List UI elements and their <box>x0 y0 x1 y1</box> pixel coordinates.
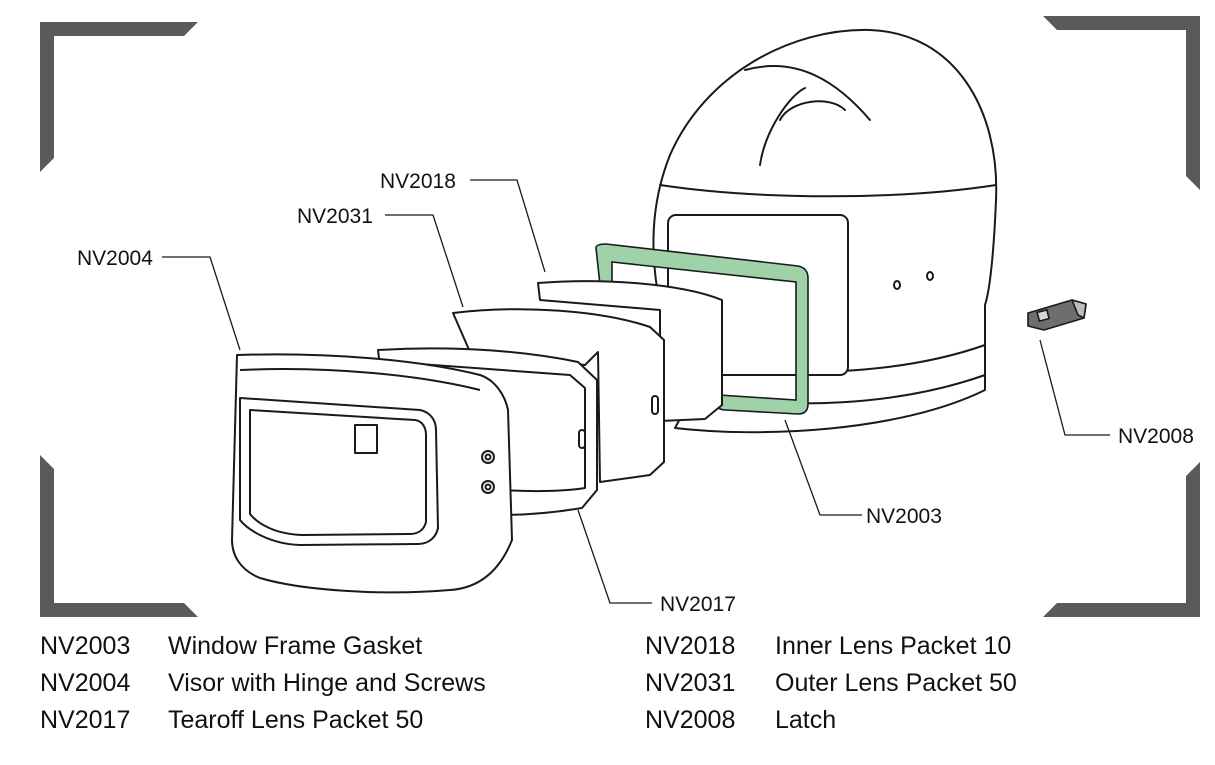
part-row: NV2031 Outer Lens Packet 50 <box>645 665 1017 702</box>
outer-lens-slot <box>651 395 659 415</box>
callout-nv2017: NV2017 <box>660 593 736 616</box>
callout-nv2003: NV2003 <box>866 505 942 528</box>
corner-brackets <box>40 16 1200 617</box>
visor <box>231 353 513 594</box>
part-row: NV2004 Visor with Hinge and Screws <box>40 665 486 702</box>
part-code: NV2031 <box>645 669 736 697</box>
part-row: NV2018 Inner Lens Packet 10 <box>645 628 1017 665</box>
helmet-brim-line <box>659 184 997 198</box>
part-description: Tearoff Lens Packet 50 <box>168 706 424 734</box>
helmet-rivet-2 <box>926 271 934 281</box>
helmet-rivet-1 <box>893 280 901 290</box>
inner-lens <box>537 280 723 422</box>
corner-bracket-bottom-right <box>1043 462 1200 617</box>
leader-nv2003 <box>784 419 862 516</box>
part-description: Visor with Hinge and Screws <box>168 669 486 697</box>
part-row: NV2017 Tearoff Lens Packet 50 <box>40 702 486 739</box>
helmet-ridge-inner <box>779 100 846 121</box>
part-description: Outer Lens Packet 50 <box>775 669 1017 697</box>
latch <box>1027 299 1087 331</box>
leader-nv2004 <box>162 256 241 351</box>
tearoff-lens-slot <box>578 429 586 449</box>
leader-nv2018 <box>470 179 546 273</box>
part-code: NV2018 <box>645 632 736 660</box>
helmet-ridge <box>744 65 871 121</box>
visor-hinge-tab <box>354 424 378 454</box>
corner-bracket-top-right <box>1043 16 1200 190</box>
part-code: NV2008 <box>645 706 736 734</box>
part-code: NV2004 <box>40 669 131 697</box>
part-row: NV2003 Window Frame Gasket <box>40 628 486 665</box>
callout-labels: NV2018 NV2031 NV2004 NV2008 NV2003 NV201… <box>77 170 1194 616</box>
leader-nv2031 <box>385 214 464 308</box>
leader-nv2017 <box>577 509 652 604</box>
visor-top-edge <box>239 368 481 391</box>
corner-bracket-top-left <box>40 22 198 172</box>
helmet-crest <box>759 87 806 166</box>
callout-nv2004: NV2004 <box>77 247 153 270</box>
corner-bracket-bottom-left <box>40 455 198 617</box>
part-row: NV2008 Latch <box>645 702 1017 739</box>
part-code: NV2017 <box>40 706 131 734</box>
visor-window-inner <box>249 409 427 536</box>
visor-screw-top-inner <box>484 453 492 461</box>
visor-screw-bottom-inner <box>484 483 492 491</box>
part-description: Latch <box>775 706 837 734</box>
callout-nv2018: NV2018 <box>380 170 456 193</box>
part-description: Window Frame Gasket <box>168 632 423 660</box>
leader-nv2008 <box>1039 339 1110 436</box>
callout-nv2031: NV2031 <box>297 205 373 228</box>
parts-list-left: NV2003 Window Frame Gasket NV2004 Visor … <box>40 628 486 739</box>
callout-nv2008: NV2008 <box>1118 425 1194 448</box>
leader-lines <box>162 179 1110 604</box>
part-description: Inner Lens Packet 10 <box>775 632 1012 660</box>
parts-list-right: NV2018 Inner Lens Packet 10 NV2031 Outer… <box>645 628 1017 739</box>
part-code: NV2003 <box>40 632 131 660</box>
